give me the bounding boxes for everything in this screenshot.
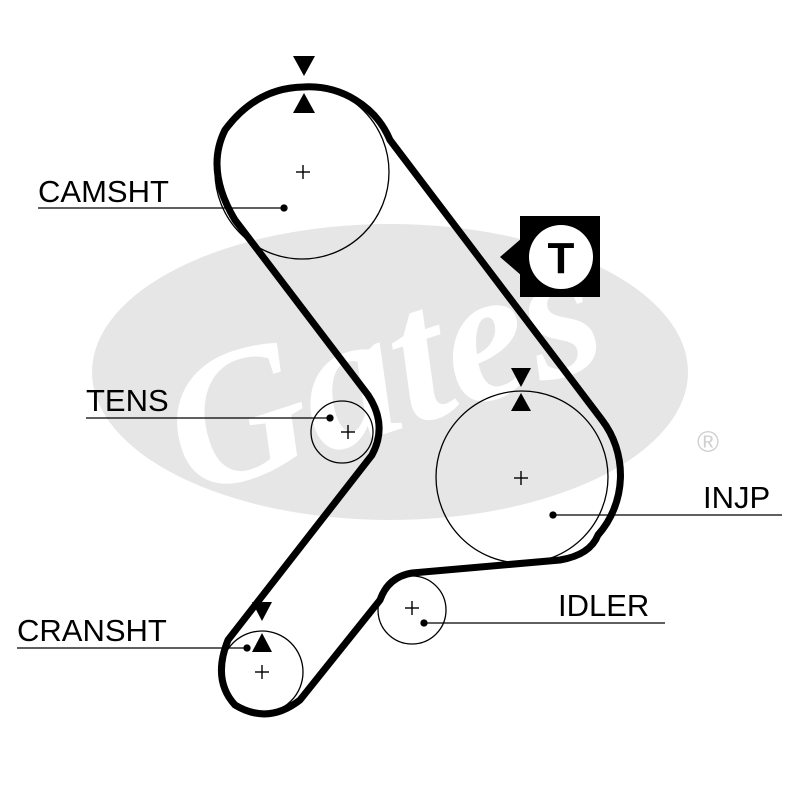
gates-watermark: Gates ® (92, 200, 719, 537)
watermark-ellipse (92, 224, 688, 520)
injection-pump-label: INJP (703, 480, 770, 515)
injection-pump-leader (549, 511, 782, 519)
camshaft-label: CAMSHT (38, 174, 169, 209)
camshaft-timing-mark-lower (293, 93, 315, 113)
tensioner-center-mark (341, 425, 355, 439)
tensioner-label: TENS (86, 383, 169, 418)
tension-side-badge: T (500, 216, 600, 297)
idler-leader (420, 619, 665, 627)
crankshaft-label: CRANSHT (17, 613, 167, 648)
camshaft-center-mark (296, 165, 310, 179)
camshaft-timing-mark-upper (293, 56, 315, 76)
tension-badge-circle (529, 225, 593, 289)
crankshaft-timing-mark-upper (252, 602, 272, 621)
crankshaft-leader (17, 644, 251, 652)
idler-label: IDLER (558, 588, 649, 623)
camshaft-leader (38, 204, 288, 212)
tension-badge-pointer (500, 238, 522, 276)
crankshaft-center-mark (255, 665, 269, 679)
crankshaft-timing-mark-lower (252, 633, 272, 652)
timing-belt (213, 83, 624, 718)
registered-mark: ® (697, 426, 719, 459)
injection-pump-timing-mark-upper (511, 368, 531, 387)
injection-pump-timing-mark-lower (511, 393, 531, 411)
tensioner-leader (86, 414, 334, 422)
tension-badge-letter: T (548, 234, 575, 283)
injection-pump-center-mark (514, 471, 528, 485)
tensioner-pulley (310, 400, 374, 464)
idler-center-mark (405, 601, 419, 615)
